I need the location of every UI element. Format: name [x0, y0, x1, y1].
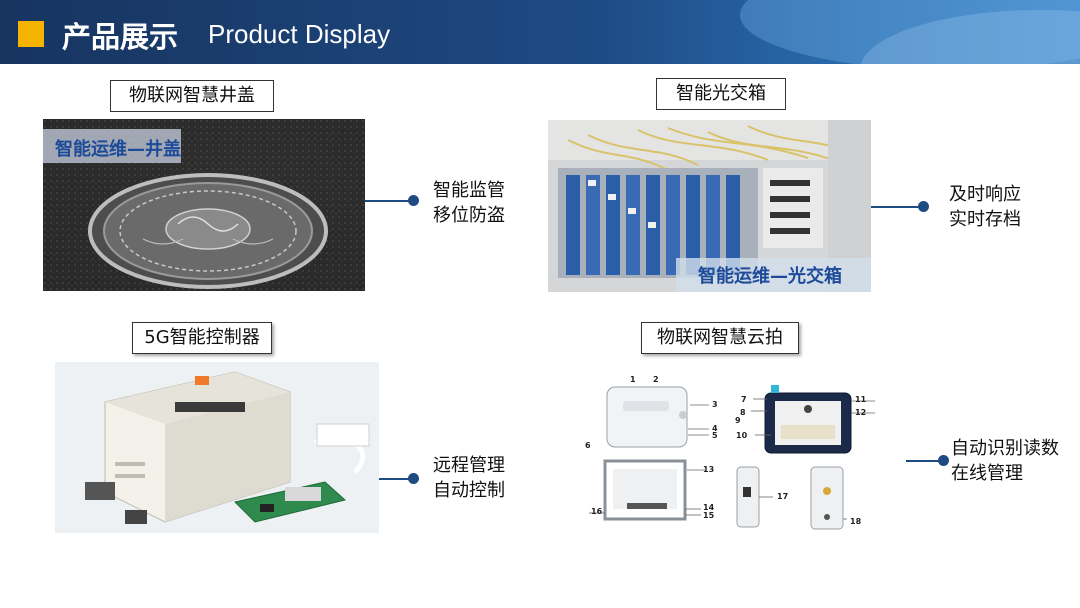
- callout-number: 14: [703, 503, 715, 512]
- connector-line: [871, 206, 923, 208]
- page-subtitle: Product Display: [208, 19, 391, 49]
- connector-dot: [938, 455, 949, 466]
- connector-dot: [918, 201, 929, 212]
- feature-text: 远程管理: [433, 455, 505, 476]
- callout-number: 5: [712, 431, 718, 440]
- feature-text: 实时存档: [949, 209, 1021, 230]
- fiber-cabinet-image-caption: 智能运维—光交箱: [698, 266, 842, 287]
- connector-dot: [408, 195, 419, 206]
- fiber-cabinet-image: 智能运维—光交箱: [548, 120, 871, 292]
- connector-dot: [408, 473, 419, 484]
- callout-number: 12: [855, 408, 867, 417]
- 5g-controller-features: 远程管理 自动控制: [433, 453, 505, 503]
- callout-number: 15: [703, 511, 715, 520]
- feature-text: 移位防盗: [433, 205, 505, 226]
- title-accent-square: [18, 21, 44, 47]
- manhole-features: 智能监管 移位防盗: [433, 178, 505, 228]
- callout-number: 16: [591, 507, 603, 516]
- product-label-cloud-camera: 物联网智慧云拍: [641, 322, 799, 354]
- callout-number: 4: [712, 424, 718, 433]
- callout-number: 18: [850, 517, 862, 526]
- feature-text: 自动控制: [433, 480, 505, 501]
- manhole-image-caption: 智能运维—井盖: [55, 139, 181, 160]
- product-label-manhole: 物联网智慧井盖: [110, 80, 274, 112]
- callout-number: 13: [703, 465, 715, 474]
- page-header: 产品展示 Product Display: [0, 0, 1080, 64]
- page-title: 产品展示: [62, 20, 179, 54]
- callout-number: 8: [740, 408, 746, 417]
- callout-number: 9: [735, 416, 741, 425]
- product-label-5g-controller: 5G智能控制器: [132, 322, 272, 354]
- callout-number: 10: [736, 431, 748, 440]
- callout-number: 1: [630, 375, 636, 384]
- 5g-controller-image: [55, 362, 379, 533]
- connector-line: [365, 200, 413, 202]
- feature-text: 在线管理: [951, 463, 1023, 484]
- callout-number: 3: [712, 400, 718, 409]
- connector-line: [379, 478, 413, 480]
- cloud-camera-features: 自动识别读数 在线管理: [951, 436, 1059, 486]
- callout-number: 11: [855, 395, 867, 404]
- product-label-fiber-cabinet: 智能光交箱: [656, 78, 786, 110]
- callout-number: 2: [653, 375, 659, 384]
- fiber-cabinet-features: 及时响应 实时存档: [949, 182, 1021, 232]
- feature-text: 自动识别读数: [951, 438, 1059, 459]
- feature-text: 智能监管: [433, 180, 505, 201]
- cloud-camera-diagram: 1 2 3 4 5 6 7 8 9 10 11 12 13 14 15 16 1…: [585, 375, 875, 535]
- callout-number: 7: [741, 395, 747, 404]
- manhole-cover-image: 智能运维—井盖: [43, 119, 365, 291]
- callout-number: 17: [777, 492, 789, 501]
- connector-line: [906, 460, 942, 462]
- feature-text: 及时响应: [949, 184, 1021, 205]
- callout-number: 6: [585, 441, 591, 450]
